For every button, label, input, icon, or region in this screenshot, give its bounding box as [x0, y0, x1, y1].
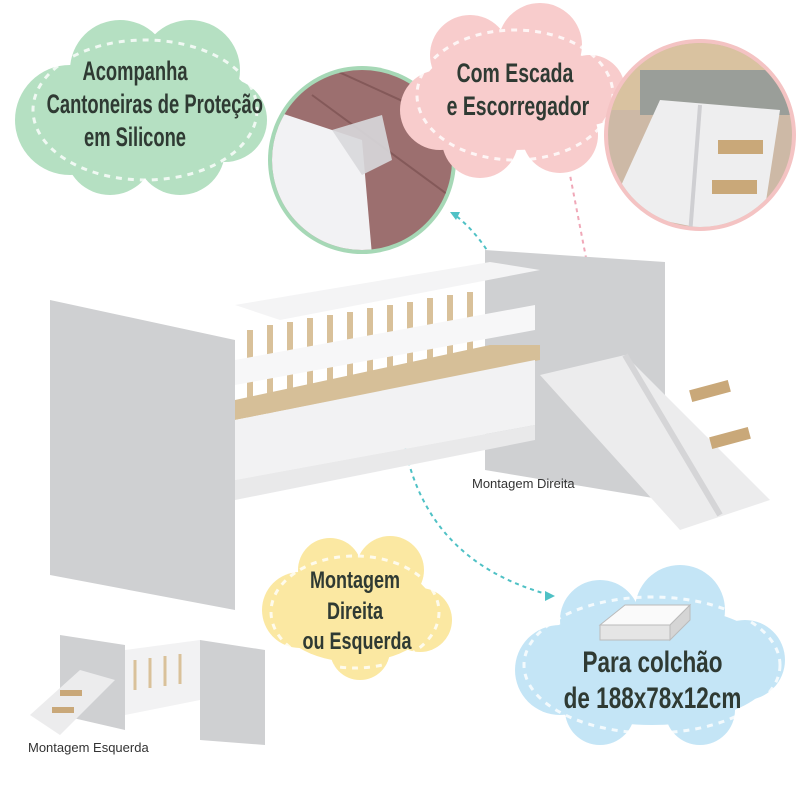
ladder-slide-callout: Com Escada e Escorregador [446, 57, 590, 123]
callout-line: ou Esquerda [302, 628, 412, 656]
bed-main [50, 250, 770, 610]
callout-line: Direita [326, 597, 384, 625]
ladder-slide-photo [604, 39, 796, 231]
yellow-cloud [262, 536, 452, 680]
callout-line: Cantoneiras de Proteção [46, 88, 263, 119]
bed-left-assembly [30, 635, 265, 745]
callout-line: Acompanha [82, 56, 188, 86]
left-assembly-label: Montagem Esquerda [28, 740, 149, 755]
callout-line: de 188x78x12cm [563, 682, 742, 715]
callout-line: em Silicone [83, 121, 187, 152]
mattress-icon [598, 603, 692, 642]
pink-cloud [400, 3, 625, 178]
green-cloud [15, 20, 267, 195]
assembly-callout: Montagem Direita ou Esquerda [302, 566, 412, 658]
callout-line: Montagem [310, 567, 400, 594]
callout-line: e Escorregador [446, 90, 590, 121]
blue-cloud [515, 565, 785, 745]
right-assembly-label: Montagem Direita [472, 476, 575, 491]
callout-line: Para colchão [582, 646, 723, 679]
callout-line: Com Escada [456, 58, 574, 88]
corner-guards-callout: Acompanha Cantoneiras de Proteção em Sil… [46, 55, 263, 154]
mattress-callout: Para colchão de 188x78x12cm [561, 645, 745, 717]
